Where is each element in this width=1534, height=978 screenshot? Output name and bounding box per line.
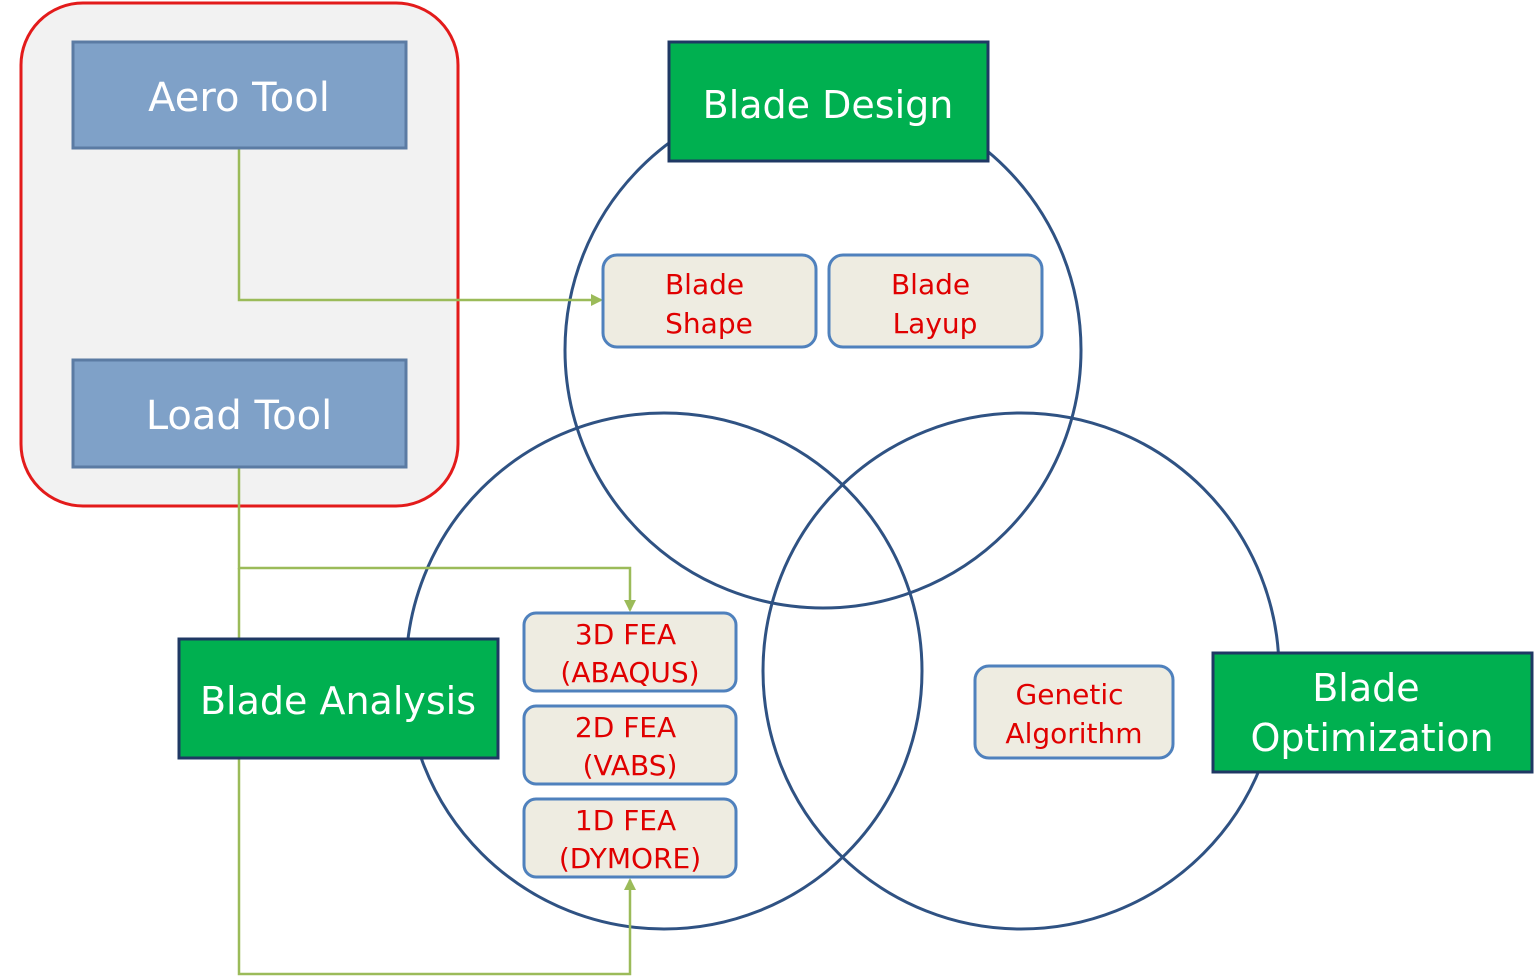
aero-tool-label: Aero Tool [148,75,330,121]
connector-load-to-1d-fea [237,568,636,976]
blade-optimization-box: Blade Optimization [1211,651,1534,774]
genetic-algorithm-line-1: Genetic [1016,678,1124,711]
genetic-algorithm-line-2: Algorithm [1005,717,1142,750]
fea-1d-label: 1D FEA (DYMORE) [559,804,701,875]
fea-3d-label: 3D FEA (ABAQUS) [560,618,699,689]
blade-design-box: Blade Design [667,40,990,163]
blade-layup-line-2: Layup [893,307,978,340]
fea-3d-line-2: (ABAQUS) [560,656,699,689]
genetic-algorithm-box: Genetic Algorithm [973,664,1175,760]
fea-1d-line-1: 1D FEA [575,804,676,837]
blade-layup-box: Blade Layup [827,253,1044,349]
blade-shape-label: Blade Shape [665,268,753,340]
fea-1d-box: 1D FEA (DYMORE) [522,797,738,879]
fea-2d-line-2: (VABS) [583,749,678,782]
blade-design-label: Blade Design [703,83,954,127]
blade-optimization-line-2: Optimization [1250,716,1493,760]
load-tool-label: Load Tool [146,393,332,439]
fea-3d-line-1: 3D FEA [575,618,676,651]
load-tool-box: Load Tool [71,358,408,469]
connector-load-to-3d-fea [237,467,636,612]
fea-1d-line-2: (DYMORE) [559,842,701,875]
blade-optimization-line-1: Blade [1312,666,1419,710]
blade-analysis-box: Blade Analysis [177,637,500,760]
blade-shape-box: Blade Shape [601,253,818,349]
fea-2d-label: 2D FEA (VABS) [575,711,685,782]
connector-aero-to-blade-shape [237,148,603,306]
blade-shape-line-1: Blade [665,268,744,301]
genetic-algorithm-label: Genetic Algorithm [1005,678,1142,750]
blade-optimization-label: Blade Optimization [1250,666,1493,760]
fea-3d-box: 3D FEA (ABAQUS) [522,611,738,693]
blade-design-circle [563,90,1083,610]
blade-layup-label: Blade Layup [891,268,979,340]
fea-2d-box: 2D FEA (VABS) [522,704,738,786]
fea-2d-line-1: 2D FEA [575,711,676,744]
blade-shape-line-2: Shape [665,307,753,340]
blade-layup-line-1: Blade [891,268,970,301]
blade-analysis-label: Blade Analysis [200,679,476,723]
aero-tool-box: Aero Tool [71,40,408,150]
